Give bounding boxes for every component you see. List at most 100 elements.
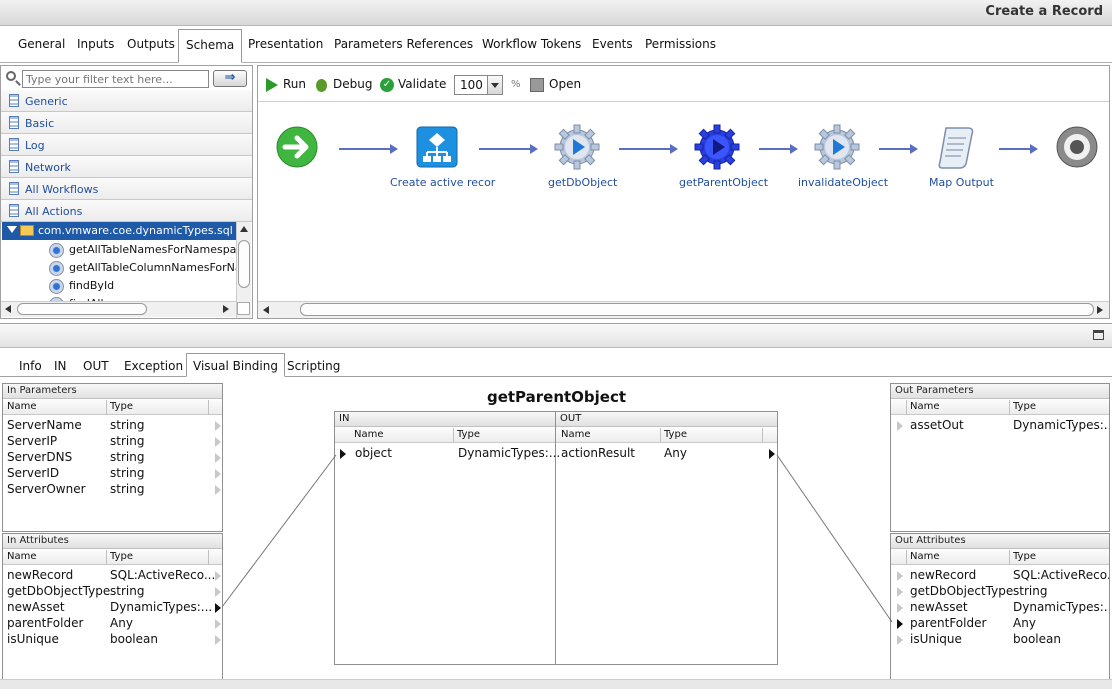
connector-arrow-icon[interactable] xyxy=(215,635,221,645)
connector-arrow-icon[interactable] xyxy=(215,485,221,495)
tab-general[interactable]: General xyxy=(18,37,66,51)
connector-arrow-icon[interactable] xyxy=(215,587,221,597)
workflow-node-create-active-record[interactable] xyxy=(416,126,458,171)
properties-tabs: Info IN OUT Exception Visual Binding Scr… xyxy=(0,348,1112,377)
table-row[interactable]: ServerOwner string xyxy=(3,482,222,498)
tree-leaf[interactable]: getAllTableColumnNamesForNames xyxy=(49,259,236,277)
table-row[interactable]: getDbObjectType string xyxy=(3,584,222,600)
palette-category-all-workflows[interactable]: All Workflows xyxy=(1,178,252,200)
element-out-section: OUT Name Type actionResult Any xyxy=(556,412,777,664)
tab-in[interactable]: IN xyxy=(54,359,67,373)
scroll-thumb[interactable] xyxy=(300,303,1094,316)
table-row[interactable]: actionResult Any xyxy=(556,446,777,462)
end-node[interactable] xyxy=(1056,126,1098,171)
table-row[interactable]: parentFolder Any xyxy=(891,616,1109,632)
table-row[interactable]: getDbObjectType string xyxy=(891,584,1109,600)
run-button[interactable]: Run xyxy=(283,77,307,91)
expand-triangle-icon[interactable] xyxy=(7,226,17,233)
zoom-select[interactable]: 100 xyxy=(454,75,503,95)
attr-type: string xyxy=(110,584,145,598)
table-row[interactable]: newAsset DynamicTypes:... xyxy=(3,600,222,616)
connector-arrow-active-icon[interactable] xyxy=(215,603,221,613)
chevron-down-icon[interactable] xyxy=(487,76,502,94)
tab-events[interactable]: Events xyxy=(592,37,633,51)
tab-workflow-tokens[interactable]: Workflow Tokens xyxy=(482,37,582,51)
connector-arrow-icon[interactable] xyxy=(215,437,221,447)
open-button[interactable]: Open xyxy=(549,77,582,91)
workflow-node-get-db-object[interactable] xyxy=(554,124,600,173)
connector-arrow-icon[interactable] xyxy=(215,619,221,629)
play-icon[interactable] xyxy=(266,78,278,92)
table-row[interactable]: ServerDNS string xyxy=(3,450,222,466)
palette-category-network[interactable]: Network xyxy=(1,156,252,178)
connector-arrow-icon[interactable] xyxy=(215,453,221,463)
start-node[interactable] xyxy=(276,126,318,171)
tab-permissions[interactable]: Permissions xyxy=(645,37,716,51)
table-row[interactable]: parentFolder Any xyxy=(3,616,222,632)
palette-horizontal-scrollbar[interactable] xyxy=(1,301,236,317)
check-circle-icon[interactable]: ✓ xyxy=(380,78,394,92)
table-row[interactable]: ServerID string xyxy=(3,466,222,482)
tab-parameters-references[interactable]: Parameters References xyxy=(334,37,474,51)
connector-arrow-icon[interactable] xyxy=(897,421,903,431)
scroll-up-icon[interactable] xyxy=(240,226,248,232)
palette-vertical-scrollbar[interactable] xyxy=(236,222,251,318)
validate-button[interactable]: Validate xyxy=(398,77,447,91)
tab-visual-binding[interactable]: Visual Binding xyxy=(186,353,285,377)
workflow-node-get-parent-object[interactable] xyxy=(694,124,740,173)
tab-out[interactable]: OUT xyxy=(83,359,109,373)
connector-arrow-active-icon[interactable] xyxy=(897,619,903,629)
table-row[interactable]: newRecord SQL:ActiveReco... xyxy=(891,568,1109,584)
maximize-icon[interactable] xyxy=(1093,330,1104,340)
connector-arrow-active-icon[interactable] xyxy=(340,449,346,459)
category-icon xyxy=(9,204,19,217)
filter-go-button[interactable]: ⇒ xyxy=(213,70,247,87)
tab-schema[interactable]: Schema xyxy=(178,29,243,63)
scroll-left-icon[interactable] xyxy=(263,306,269,314)
table-row[interactable]: isUnique boolean xyxy=(891,632,1109,648)
palette-category-basic[interactable]: Basic xyxy=(1,112,252,134)
filter-input[interactable] xyxy=(22,70,209,88)
tree-node-selected[interactable]: com.vmware.coe.dynamicTypes.sql xyxy=(2,222,236,240)
tab-outputs[interactable]: Outputs xyxy=(127,37,175,51)
scroll-right-icon[interactable] xyxy=(223,305,229,313)
tab-info[interactable]: Info xyxy=(19,359,42,373)
table-row[interactable]: assetOut DynamicTypes:... xyxy=(891,418,1109,434)
tree-leaf[interactable]: findById xyxy=(49,277,236,295)
table-row[interactable]: ServerName string xyxy=(3,418,222,434)
tab-exception[interactable]: Exception xyxy=(124,359,184,373)
connector-arrow-icon[interactable] xyxy=(897,635,903,645)
connector-arrow-icon[interactable] xyxy=(897,571,903,581)
palette-category-all-actions[interactable]: All Actions xyxy=(1,200,252,222)
bug-icon[interactable] xyxy=(316,79,327,92)
workflow-node-invalidate-object[interactable] xyxy=(814,124,860,173)
tree-leaf[interactable]: findAll xyxy=(49,295,236,301)
open-icon[interactable] xyxy=(530,78,544,92)
canvas-horizontal-scrollbar[interactable] xyxy=(258,301,1109,318)
connector-arrow-icon[interactable] xyxy=(897,603,903,613)
action-gear-icon xyxy=(554,124,600,170)
table-row[interactable]: newRecord SQL:ActiveReco... xyxy=(3,568,222,584)
palette-category-generic[interactable]: Generic xyxy=(1,90,252,112)
workflow-node-map-output[interactable] xyxy=(936,124,978,173)
tree-leaf[interactable]: getAllTableNamesForNamespaceD xyxy=(49,241,236,259)
tab-scripting[interactable]: Scripting xyxy=(287,359,341,373)
column-name: Name xyxy=(910,401,940,412)
connector-arrow-icon[interactable] xyxy=(215,421,221,431)
table-row[interactable]: ServerIP string xyxy=(3,434,222,450)
scroll-left-icon[interactable] xyxy=(5,305,11,313)
connector-arrow-icon[interactable] xyxy=(215,469,221,479)
connector-arrow-icon[interactable] xyxy=(215,571,221,581)
table-row[interactable]: newAsset DynamicTypes:... xyxy=(891,600,1109,616)
debug-button[interactable]: Debug xyxy=(333,77,373,91)
scroll-thumb[interactable] xyxy=(238,240,250,288)
scroll-right-icon[interactable] xyxy=(1097,306,1103,314)
tab-inputs[interactable]: Inputs xyxy=(77,37,115,51)
connector-arrow-active-icon[interactable] xyxy=(769,449,775,459)
connector-arrow-icon[interactable] xyxy=(897,587,903,597)
palette-category-log[interactable]: Log xyxy=(1,134,252,156)
table-row[interactable]: isUnique boolean xyxy=(3,632,222,648)
scroll-thumb[interactable] xyxy=(17,303,147,315)
table-row[interactable]: object DynamicTypes:... xyxy=(335,446,560,462)
tab-presentation[interactable]: Presentation xyxy=(248,37,324,51)
